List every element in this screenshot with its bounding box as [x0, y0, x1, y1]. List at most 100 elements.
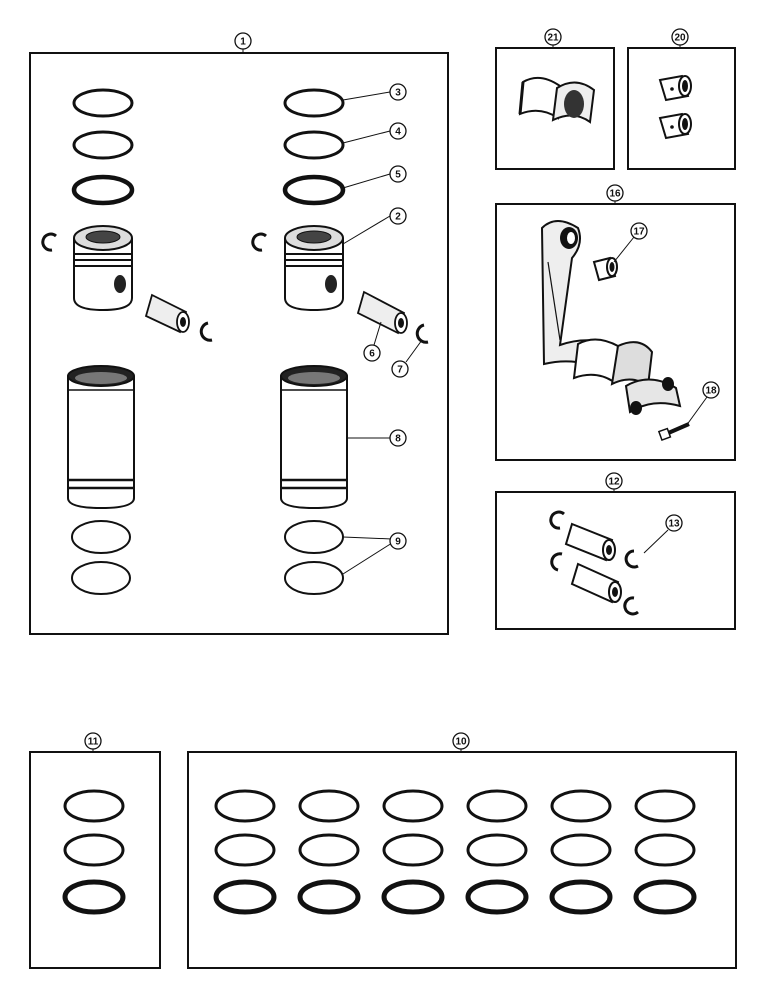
bushing	[658, 74, 692, 102]
kit-21-box	[495, 47, 615, 170]
piston-ring	[298, 789, 360, 823]
piston-ring	[63, 833, 125, 867]
piston-ring	[633, 879, 697, 915]
bearing-half	[551, 81, 596, 124]
svg-text:12: 12	[608, 477, 620, 488]
callout-12: 12	[605, 472, 623, 492]
kit-16-box	[495, 203, 736, 461]
ring-set-column	[549, 789, 613, 915]
piston	[284, 225, 344, 312]
svg-text:13: 13	[668, 519, 680, 530]
svg-text:3: 3	[395, 88, 401, 99]
svg-text:4: 4	[395, 127, 401, 138]
piston-ring	[298, 833, 360, 867]
piston-ring	[634, 789, 696, 823]
callout-1: 1	[234, 32, 252, 53]
cylinder-liner	[67, 365, 135, 510]
piston-ring	[214, 789, 276, 823]
kit-10-box	[187, 751, 737, 969]
piston	[73, 225, 133, 312]
piston-ring	[62, 879, 126, 915]
callout-21: 21	[544, 28, 562, 48]
piston-pin	[564, 522, 616, 562]
piston-ring	[634, 833, 696, 867]
snap-ring	[251, 232, 267, 252]
svg-text:1: 1	[240, 37, 246, 48]
liner-seal-ring	[71, 561, 131, 595]
piston-ring	[72, 88, 134, 118]
svg-text:10: 10	[455, 737, 467, 748]
snap-ring	[199, 321, 213, 342]
liner-seal-ring	[284, 561, 344, 595]
callout-8: 8	[347, 429, 407, 447]
snap-ring	[623, 596, 639, 616]
kit-12-box	[495, 491, 736, 630]
svg-text:7: 7	[397, 365, 403, 376]
snap-ring	[415, 323, 429, 344]
svg-text:18: 18	[705, 386, 717, 397]
svg-text:11: 11	[88, 737, 99, 748]
ring-set-column	[633, 789, 697, 915]
piston-ring	[297, 879, 361, 915]
piston-ring	[549, 879, 613, 915]
liner-seal-ring	[71, 520, 131, 554]
callout-13: 13	[643, 514, 683, 554]
callout-18: 18	[685, 381, 720, 427]
cylinder-liner	[280, 365, 348, 510]
piston-ring	[214, 833, 276, 867]
snap-ring	[624, 549, 639, 569]
connecting-rod-bolt	[657, 422, 690, 442]
ring-set-column	[465, 789, 529, 915]
small-end-bushing	[592, 256, 618, 282]
callout-7: 7	[391, 339, 423, 378]
svg-text:8: 8	[395, 434, 401, 445]
bushing	[658, 112, 692, 140]
callout-5: 5	[342, 165, 407, 189]
piston-pin	[144, 293, 190, 334]
ring-set-column	[213, 789, 277, 915]
piston-pin	[570, 562, 622, 604]
callout-11: 11	[84, 732, 102, 752]
piston-pin	[356, 290, 408, 335]
svg-text:5: 5	[395, 170, 401, 181]
bearing-half	[518, 76, 562, 120]
piston-ring	[63, 789, 125, 823]
ring-set-column	[381, 789, 445, 915]
svg-text:21: 21	[547, 33, 559, 44]
kit-1-box	[29, 52, 449, 635]
svg-text:20: 20	[674, 33, 686, 44]
callout-4: 4	[342, 122, 407, 144]
callout-17: 17	[613, 222, 648, 263]
kit-11-box	[29, 751, 161, 969]
snap-ring	[549, 510, 565, 530]
piston-ring	[72, 130, 134, 160]
svg-text:2: 2	[395, 212, 401, 223]
piston-ring	[466, 833, 528, 867]
callout-10: 10	[452, 732, 470, 752]
oil-control-ring	[282, 174, 346, 206]
svg-text:16: 16	[609, 189, 621, 200]
snap-ring	[550, 552, 563, 572]
callout-3: 3	[342, 83, 407, 101]
svg-text:6: 6	[369, 349, 375, 360]
piston-ring	[213, 879, 277, 915]
callout-6: 6	[363, 321, 382, 362]
svg-text:9: 9	[395, 537, 401, 548]
liner-seal-ring	[284, 520, 344, 554]
piston-ring	[465, 879, 529, 915]
callout-16: 16	[606, 184, 624, 204]
piston-ring	[550, 833, 612, 867]
callout-9: 9	[342, 532, 407, 575]
piston-ring	[466, 789, 528, 823]
second-compression-ring	[283, 130, 345, 160]
rod-cap	[624, 377, 682, 415]
piston-ring	[382, 789, 444, 823]
piston-ring	[71, 174, 135, 206]
top-compression-ring	[283, 88, 345, 118]
piston-ring	[382, 833, 444, 867]
snap-ring	[41, 232, 57, 252]
kit-20-box	[627, 47, 736, 170]
callout-2: 2	[342, 207, 407, 245]
piston-ring	[381, 879, 445, 915]
